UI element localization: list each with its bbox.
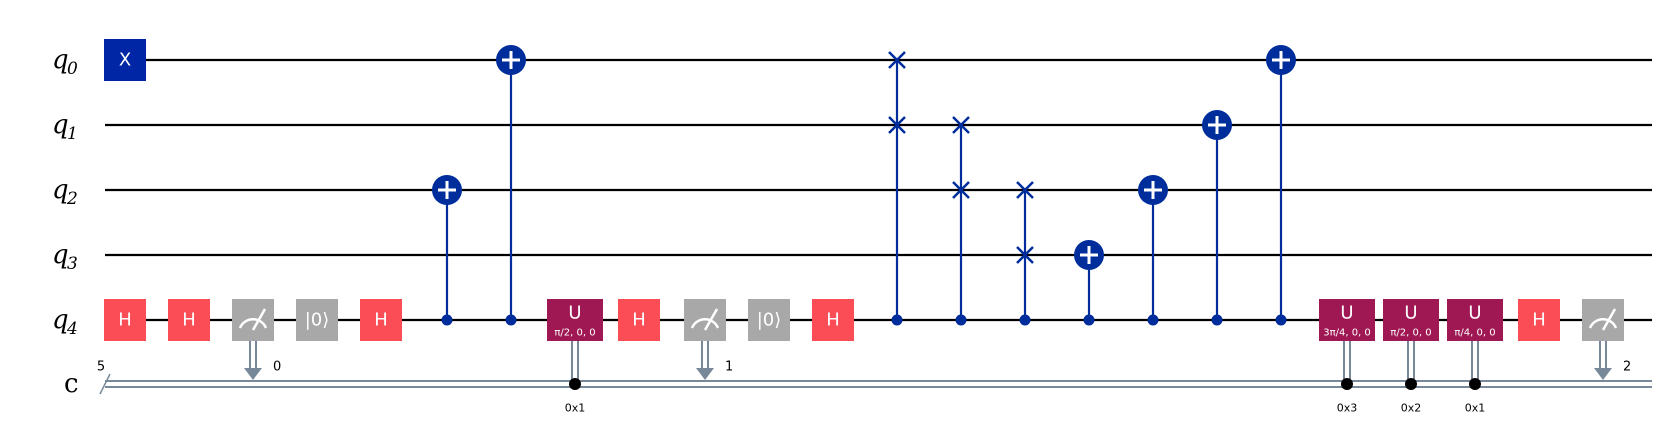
reset-gate-label: |0⟩ xyxy=(757,310,782,331)
h-gate-label: H xyxy=(826,310,840,331)
swap-stroke-b xyxy=(952,116,970,134)
cnot-control-dot xyxy=(441,314,453,326)
cnot-target xyxy=(432,175,462,205)
condition-dot xyxy=(1341,378,1353,390)
condition-dot xyxy=(1469,378,1481,390)
measure-bit-index: 2 xyxy=(1623,360,1631,375)
qubit-name: q xyxy=(52,110,69,140)
reset-gate xyxy=(296,299,338,341)
qubit-index: 2 xyxy=(66,189,78,209)
swap-cross xyxy=(1016,246,1034,264)
qubit-index: 1 xyxy=(67,124,78,144)
swap-cross xyxy=(952,181,970,199)
cnot-control-dot xyxy=(1083,314,1095,326)
swap-cross xyxy=(888,51,906,69)
u-gate-label: U xyxy=(1468,303,1481,324)
measure-bit-index: 1 xyxy=(725,360,733,375)
qubit-index: 4 xyxy=(66,319,78,339)
meter-needle-icon xyxy=(251,308,267,331)
classical-register-size: 5 xyxy=(97,360,105,375)
h-gate-label: H xyxy=(118,310,132,331)
cswap-control-dot xyxy=(955,314,967,326)
u-gate xyxy=(547,299,603,341)
cswap-control-dot xyxy=(891,314,903,326)
qubit-index: 3 xyxy=(67,254,78,274)
swap-stroke-b xyxy=(1016,181,1034,199)
condition-value: 0x3 xyxy=(1337,402,1358,415)
condition-dot xyxy=(569,378,581,390)
condition-value: 0x1 xyxy=(1465,402,1486,415)
cnot-control-dot xyxy=(1275,314,1287,326)
x-gate xyxy=(104,39,146,81)
h-gate xyxy=(104,299,146,341)
classical-bundle-slash xyxy=(99,373,111,395)
h-gate-label: H xyxy=(1532,310,1546,331)
cnot-control-dot xyxy=(1211,314,1223,326)
u-gate-params: π/4, 0, 0 xyxy=(1454,328,1495,339)
qubit-name: q xyxy=(52,240,69,270)
u-gate-label: U xyxy=(1340,303,1353,324)
h-gate-label: H xyxy=(374,310,388,331)
cnot-target xyxy=(1266,45,1296,75)
cnot-control-dot xyxy=(1147,314,1159,326)
measure-bit-index: 0 xyxy=(273,360,281,375)
swap-stroke-b xyxy=(888,116,906,134)
condition-value: 0x1 xyxy=(565,402,586,415)
swap-stroke-b xyxy=(888,51,906,69)
qubit-label-3: q3 xyxy=(52,240,78,274)
qubit-name: q xyxy=(52,45,69,75)
meter-needle-icon xyxy=(1601,308,1617,331)
reset-gate-label: |0⟩ xyxy=(305,310,330,331)
qubit-label-0: q0 xyxy=(52,45,78,79)
meter-needle-icon xyxy=(703,308,719,331)
swap-cross xyxy=(952,116,970,134)
u-gate-params: π/2, 0, 0 xyxy=(554,328,595,339)
u-gate xyxy=(1383,299,1439,341)
swap-cross xyxy=(888,116,906,134)
swap-stroke-b xyxy=(1016,246,1034,264)
qubit-label-2: q2 xyxy=(52,175,78,209)
condition-dot xyxy=(1405,378,1417,390)
measure-arrow xyxy=(244,368,262,380)
qubit-name: q xyxy=(52,175,69,205)
meter-arc-icon xyxy=(690,318,720,329)
h-gate xyxy=(360,299,402,341)
u-gate-label: U xyxy=(1404,303,1417,324)
cnot-target xyxy=(1138,175,1168,205)
qubit-label-1: q1 xyxy=(52,110,78,144)
cnot-control-dot xyxy=(505,314,517,326)
qubit-index: 0 xyxy=(67,59,78,79)
cnot-target xyxy=(1074,240,1104,270)
u-gate-label: U xyxy=(568,303,581,324)
h-gate-label: H xyxy=(632,310,646,331)
measure-arrow xyxy=(1594,368,1612,380)
classical-register-label: c xyxy=(64,369,79,399)
h-gate xyxy=(168,299,210,341)
condition-value: 0x2 xyxy=(1401,402,1422,415)
h-gate xyxy=(1518,299,1560,341)
u-gate-params: π/2, 0, 0 xyxy=(1390,328,1431,339)
qubit-label-4: q4 xyxy=(52,305,78,339)
x-gate-label: X xyxy=(119,50,131,71)
measure-arrow xyxy=(696,368,714,380)
qubit-name: q xyxy=(52,305,69,335)
swap-stroke-b xyxy=(952,181,970,199)
u-gate-params: 3π/4, 0, 0 xyxy=(1323,328,1371,339)
u-gate xyxy=(1319,299,1375,341)
meter-arc-icon xyxy=(238,318,268,329)
cnot-target xyxy=(1202,110,1232,140)
h-gate xyxy=(812,299,854,341)
meter-arc-icon xyxy=(1588,318,1618,329)
cnot-target xyxy=(496,45,526,75)
swap-cross xyxy=(1016,181,1034,199)
h-gate-label: H xyxy=(182,310,196,331)
cswap-control-dot xyxy=(1019,314,1031,326)
u-gate xyxy=(1447,299,1503,341)
h-gate xyxy=(618,299,660,341)
reset-gate xyxy=(748,299,790,341)
